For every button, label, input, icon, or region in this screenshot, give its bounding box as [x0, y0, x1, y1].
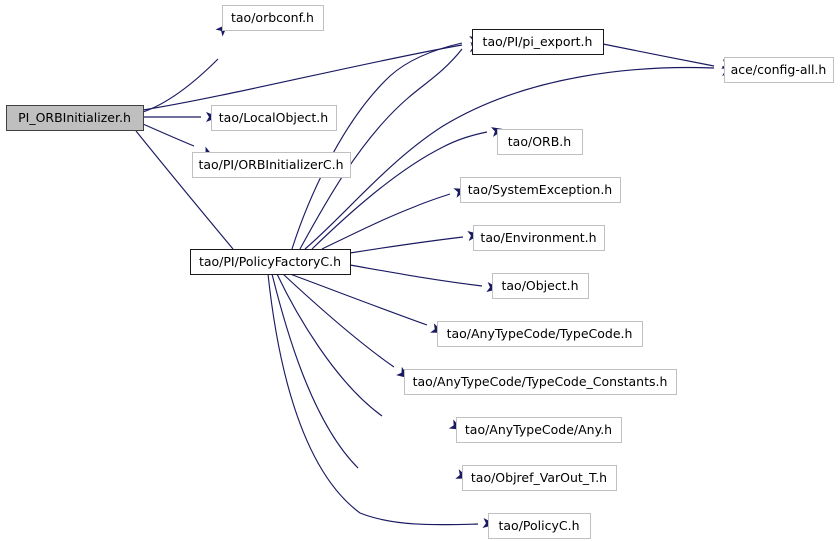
node-box[interactable]	[6, 105, 144, 131]
node-label: tao/AnyTypeCode/TypeCode_Constants.h	[413, 374, 668, 389]
node-label: tao/orbconf.h	[231, 10, 314, 25]
node-layer: PI_ORBInitializer.h tao/orbconf.h tao/PI/p…	[6, 5, 834, 539]
node-box[interactable]	[492, 273, 589, 299]
node-label: tao/Object.h	[501, 278, 578, 293]
node-label: tao/PolicyC.h	[499, 518, 580, 533]
node-orbconf[interactable]: tao/orbconf.h	[222, 5, 324, 31]
edge-policyfac-to-orb	[311, 131, 488, 250]
node-box[interactable]	[472, 29, 604, 55]
node-box[interactable]	[404, 369, 677, 395]
edge-policyfac-to-any	[276, 273, 383, 417]
node-label: tao/Environment.h	[480, 230, 596, 245]
node-box[interactable]	[190, 249, 351, 275]
node-box[interactable]	[724, 57, 834, 83]
node-box[interactable]	[437, 321, 643, 347]
edge-policyfac-to-sysexc	[321, 193, 451, 250]
node-box[interactable]	[192, 152, 351, 178]
edge-root-to-orbconf	[142, 58, 219, 113]
edge-policyfac-to-pi_export	[291, 42, 463, 250]
node-policyfac[interactable]: tao/PI/PolicyFactoryC.h	[190, 249, 351, 275]
edge-policyfac-to-config_all	[304, 66, 715, 250]
node-objref[interactable]: tao/Objref_VarOut_T.h	[462, 465, 617, 491]
node-policyc[interactable]: tao/PolicyC.h	[488, 513, 591, 539]
node-localobject[interactable]: tao/LocalObject.h	[211, 105, 337, 131]
node-label: tao/SystemException.h	[468, 182, 612, 197]
edge-policyfac-to-environment	[349, 236, 464, 254]
node-config_all[interactable]: ace/config-all.h	[724, 57, 834, 83]
node-box[interactable]	[488, 513, 591, 539]
edge-policyfac-to-typecode	[289, 273, 428, 326]
edge-policyfac-to-objref	[271, 273, 359, 469]
node-label: tao/LocalObject.h	[219, 110, 328, 125]
edge-policyfac-to-pi_export	[299, 48, 463, 250]
node-label: tao/PI/PolicyFactoryC.h	[199, 254, 341, 269]
node-box[interactable]	[497, 129, 583, 155]
node-label: tao/Objref_VarOut_T.h	[471, 470, 607, 485]
edge-policyfac-to-object	[349, 264, 483, 287]
node-typecode[interactable]: tao/AnyTypeCode/TypeCode.h	[437, 321, 643, 347]
node-sysexc[interactable]: tao/SystemException.h	[460, 177, 621, 203]
node-box[interactable]	[462, 465, 617, 491]
node-label: tao/AnyTypeCode/TypeCode.h	[447, 326, 633, 341]
node-label: tao/ORB.h	[508, 134, 571, 149]
edge-policyfac-to-tcconst	[282, 273, 395, 368]
node-root[interactable]: PI_ORBInitializer.h	[6, 105, 144, 131]
node-box[interactable]	[460, 177, 621, 203]
node-box[interactable]	[222, 5, 324, 31]
node-label: tao/PI/pi_export.h	[483, 34, 593, 49]
edge-root-to-policyfac	[135, 130, 234, 250]
node-box[interactable]	[473, 225, 605, 251]
node-any[interactable]: tao/AnyTypeCode/Any.h	[456, 417, 622, 443]
node-box[interactable]	[211, 105, 337, 131]
edge-root-to-orbinitc	[142, 123, 195, 147]
node-label: PI_ORBInitializer.h	[18, 110, 131, 125]
node-orb[interactable]: tao/ORB.h	[497, 129, 583, 155]
node-label: ace/config-all.h	[731, 62, 827, 77]
edge-policyfac-to-policyc	[267, 273, 479, 526]
edge-root-to-pi_export	[142, 44, 463, 111]
node-tcconst[interactable]: tao/AnyTypeCode/TypeCode_Constants.h	[404, 369, 677, 395]
node-orbinitc[interactable]: tao/PI/ORBInitializerC.h	[192, 152, 351, 178]
edge-pi_export-to-config_all	[602, 43, 715, 67]
node-box[interactable]	[456, 417, 622, 443]
node-object[interactable]: tao/Object.h	[492, 273, 589, 299]
node-pi_export[interactable]: tao/PI/pi_export.h	[472, 29, 604, 55]
node-environment[interactable]: tao/Environment.h	[473, 225, 605, 251]
node-label: tao/PI/ORBInitializerC.h	[198, 157, 343, 172]
edge-layer	[135, 42, 715, 526]
node-label: tao/AnyTypeCode/Any.h	[465, 422, 612, 437]
